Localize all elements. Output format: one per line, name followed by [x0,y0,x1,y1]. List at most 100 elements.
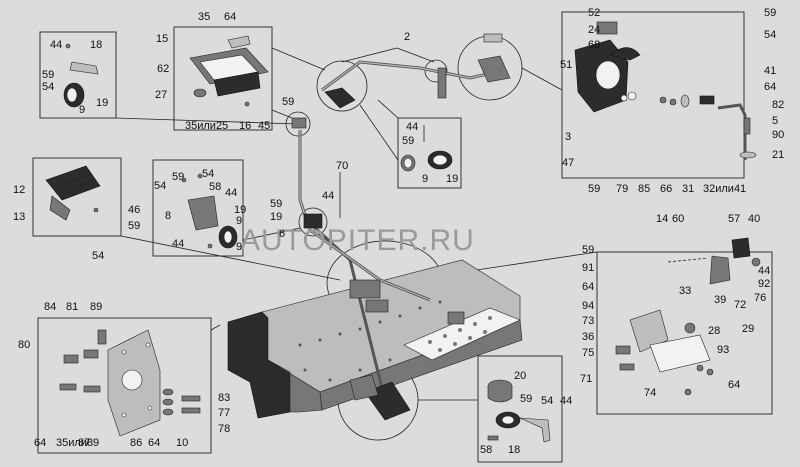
part-label: 54 [154,180,166,192]
part-label: 13 [13,211,25,223]
box-clamp-bottom [477,355,563,463]
part-pedal-12 [45,165,101,221]
part-frame-15 [189,35,269,107]
part-label: 59 [520,393,532,405]
part-label: 58 [209,181,221,193]
part-label: 44 [406,121,418,133]
part-label: 44 [225,187,237,199]
part-label: 59 [282,96,294,108]
part-label: 94 [582,300,594,312]
part-valve-3 [574,21,757,160]
part-label: 14 [656,213,668,225]
zoom-circle-1 [316,60,368,112]
part-clamp-19 [400,125,453,172]
part-label: 58 [480,444,492,456]
box-plate-bottomleft [37,317,212,454]
part-label: 86 [130,437,142,449]
part-label: 75 [582,347,594,359]
part-label: 40 [748,213,760,225]
part-plate-80 [59,329,201,437]
part-label: 72 [734,299,746,311]
part-label: 64 [728,379,740,391]
part-label: 19 [270,211,282,223]
part-label: 73 [582,315,594,327]
part-label: 64 [582,281,594,293]
part-label: 9 [79,104,85,116]
part-label: 90 [772,129,784,141]
part-label: 27 [155,89,167,101]
part-label: 59 [764,7,776,19]
part-label: 44 [172,238,184,250]
part-label: 12 [13,184,25,196]
zoom-circle-5 [298,207,328,237]
part-label: 59 [402,135,414,147]
part-label: 51 [560,59,572,71]
part-bracket-8 [181,173,238,249]
part-label: 83 [218,392,230,404]
part-label: 24 [588,24,600,36]
part-label: 91 [582,262,594,274]
part-label: 46 [128,204,140,216]
box-valve-topright [561,11,745,179]
part-label: 85 [638,183,650,195]
part-label: 84 [44,301,56,313]
part-label: 19 [446,173,458,185]
part-valve-6 [615,237,761,396]
part-label: 2 [404,31,410,43]
part-label: 87 [78,437,90,449]
part-label: 64 [148,437,160,449]
part-label: 59 [128,220,140,232]
part-label: 47 [562,157,574,169]
part-label: 62 [157,63,169,75]
part-label: 70 [336,160,348,172]
main-frame-assembly [227,33,523,421]
part-clamp-10 [487,379,551,443]
part-label: 29 [742,323,754,335]
part-label: 59 [172,171,184,183]
part-label: 57 [728,213,740,225]
part-label: 74 [644,387,656,399]
part-label: 36 [582,331,594,343]
part-label: 52 [588,7,600,19]
part-label: 80 [18,339,30,351]
part-label: 32или41 [703,183,746,195]
part-label: 19 [96,97,108,109]
part-label: 54 [541,395,553,407]
part-label: 59 [588,183,600,195]
part-label: 54 [202,168,214,180]
part-label: 76 [754,292,766,304]
part-label: 9 [236,241,242,253]
part-label: 59 [42,69,54,81]
zoom-circle-2 [424,59,448,83]
plate-holes [428,316,492,352]
part-label: 19 [234,204,246,216]
part-label: 18 [90,39,102,51]
part-label: 15 [156,33,168,45]
part-label: 45 [258,120,270,132]
box-bracket-topleft [39,31,117,119]
box-bracket-mid [152,159,244,257]
part-label: 77 [218,407,230,419]
part-label: 31 [682,183,694,195]
box-clamp-mid [397,117,462,189]
box-pedal-left [32,157,122,237]
part-label: 39 [714,294,726,306]
part-number-labels: 44 18 59 54 19 9 35 64 15 62 27 35или25 … [13,7,784,456]
part-label: 66 [660,183,672,195]
part-label: 64 [764,81,776,93]
part-label: 35или89 [56,437,99,449]
part-label: 41 [764,65,776,77]
part-label: 9 [236,215,242,227]
part-label: 44 [560,395,572,407]
part-label: 44 [50,39,62,51]
part-label: 54 [92,250,104,262]
part-label: 68 [588,39,600,51]
part-label: 64 [224,11,236,23]
part-label: 71 [580,373,592,385]
part-label: 82 [772,99,784,111]
part-label: 35 [198,11,210,23]
part-label: 20 [514,370,526,382]
part-label: 81 [66,301,78,313]
part-label: 89 [90,301,102,313]
